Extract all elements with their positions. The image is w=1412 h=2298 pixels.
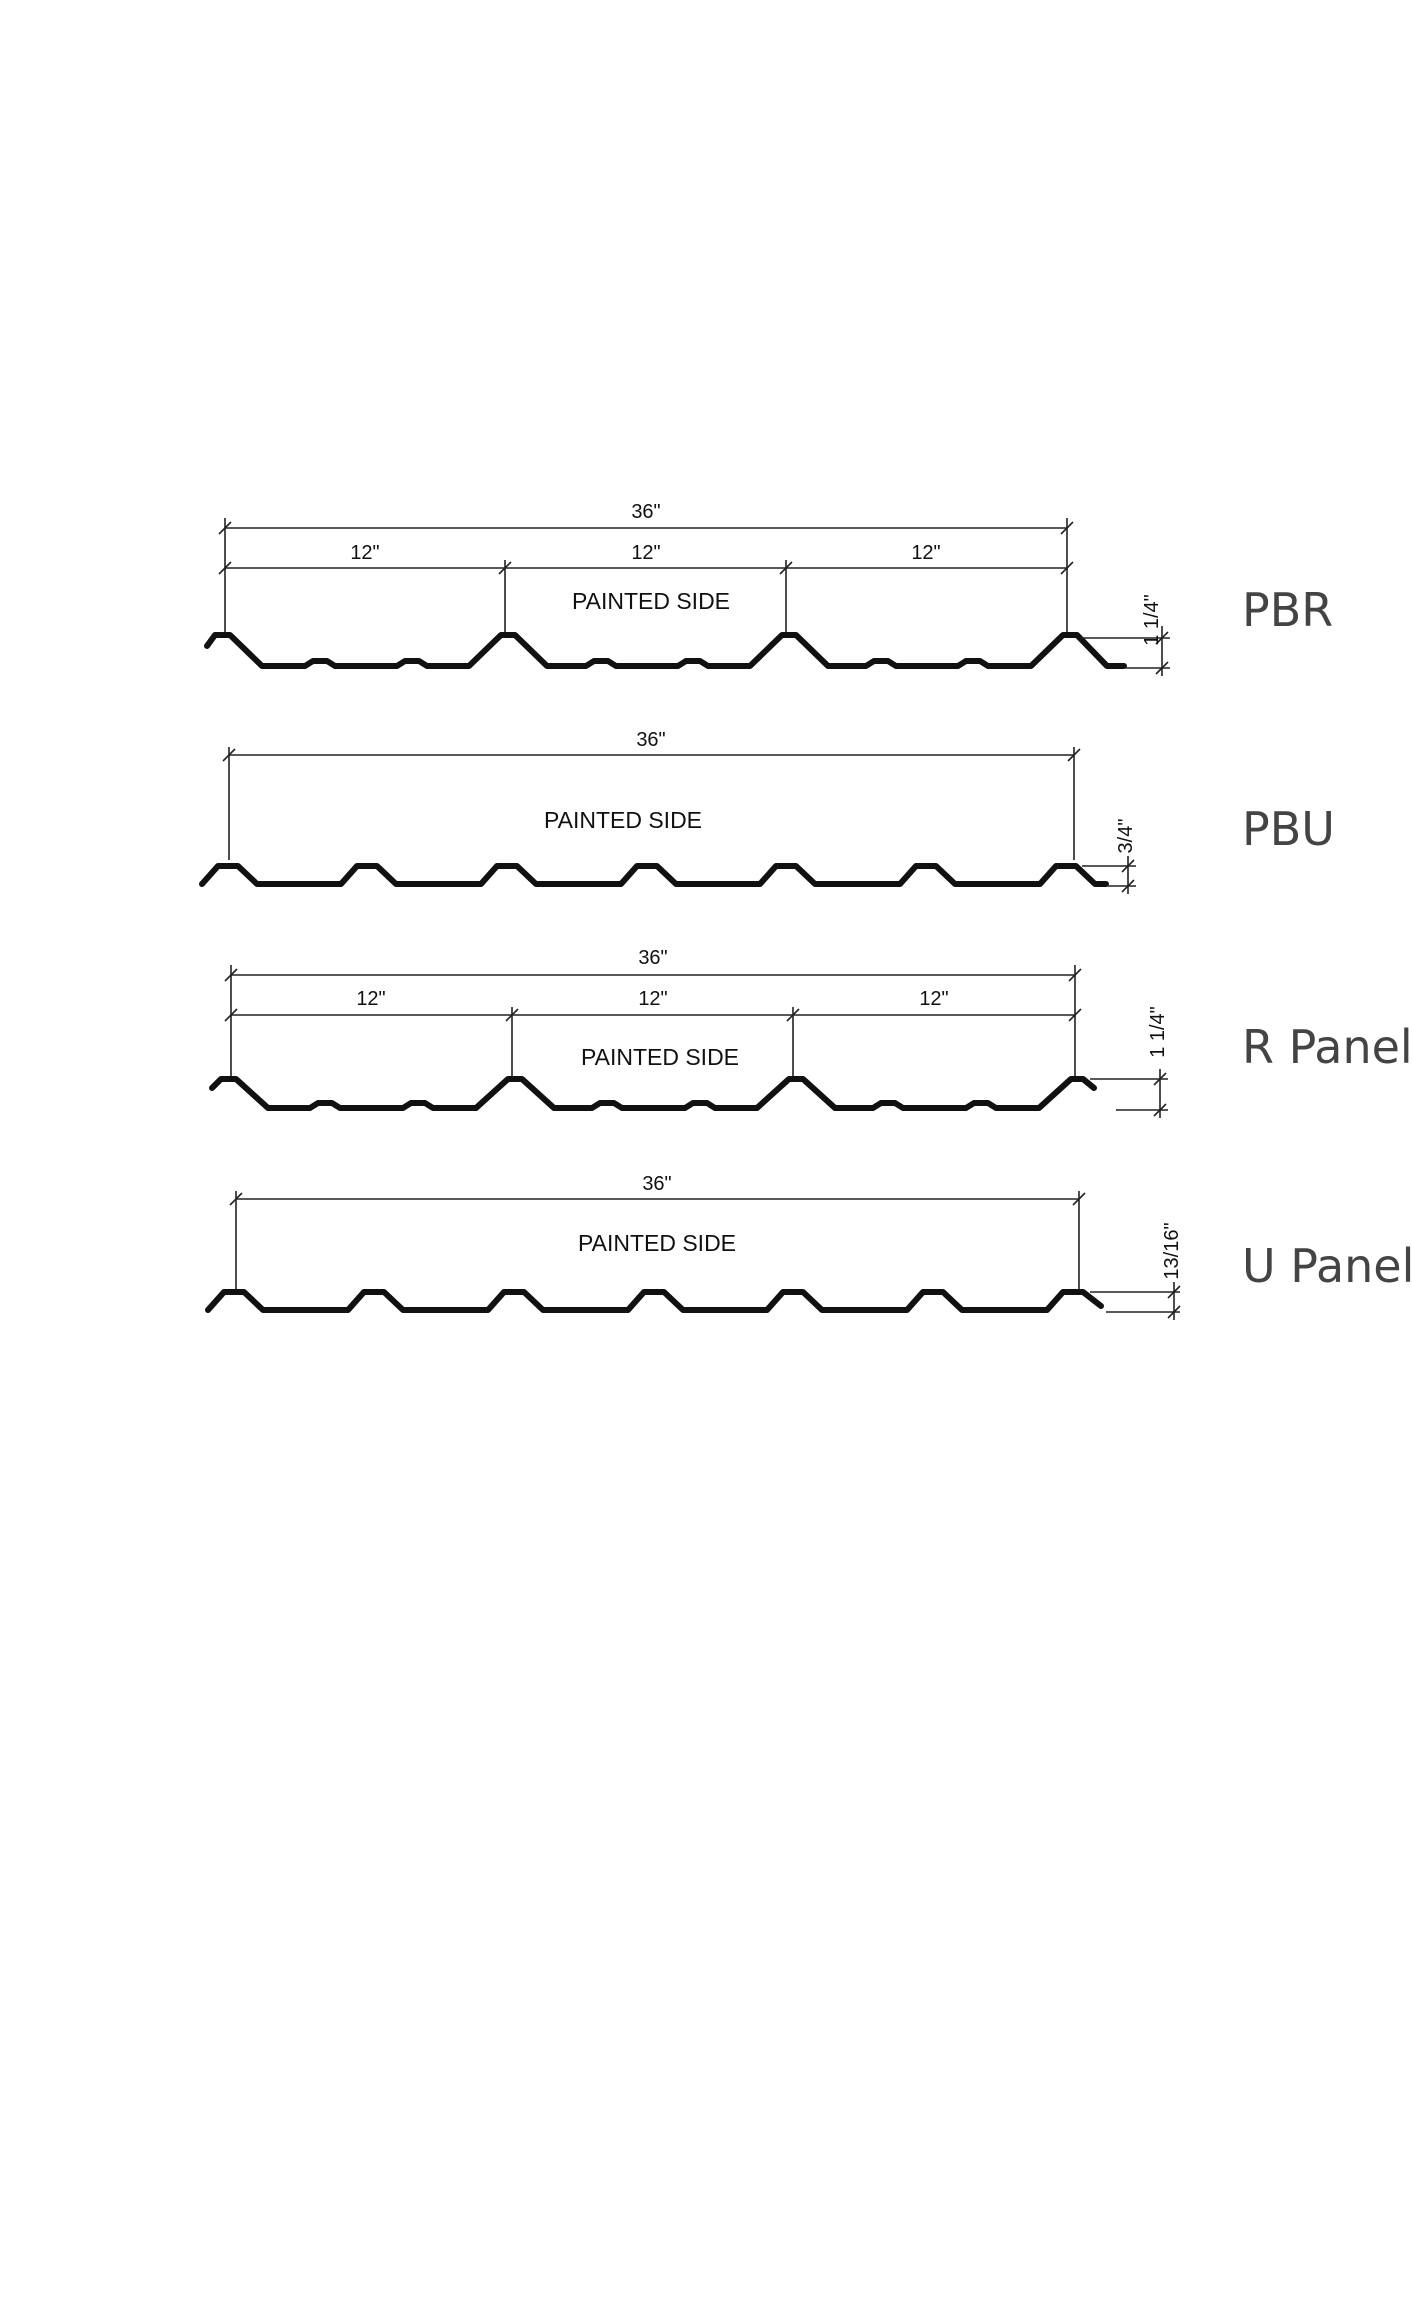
dimension-tick (224, 1008, 238, 1022)
section-width-label: 12" (631, 542, 660, 564)
dimension-tick (1121, 879, 1135, 893)
pbr-panel-profile (204, 632, 1127, 669)
panel-name-u-panel: U Panel (1242, 1239, 1412, 1293)
panel-u: 36" PAINTED SIDE 13/16" U Panel (205, 1173, 1412, 1320)
panel-pbr: 36" 12" 12" 12" PAINTED SIDE 1 1/4" PBR (204, 501, 1333, 676)
height-label: 1 1/4" (1141, 594, 1163, 646)
overall-width-label: 36" (631, 501, 660, 523)
height-label: 3/4" (1115, 819, 1137, 854)
section-width-label: 12" (919, 988, 948, 1010)
dimension-tick (1167, 1305, 1181, 1319)
section-width-label: 12" (911, 542, 940, 564)
dimension-tick (498, 561, 512, 575)
section-width-label: 12" (356, 988, 385, 1010)
dimension-tick (218, 561, 232, 575)
dimension-tick (1060, 521, 1074, 535)
dimension-tick (786, 1008, 800, 1022)
overall-width-label: 36" (638, 947, 667, 969)
pbu-panel-profile (199, 863, 1109, 887)
dimension-tick (1068, 1008, 1082, 1022)
dimension-tick (1153, 1103, 1167, 1117)
dimension-tick (505, 1008, 519, 1022)
dimension-tick (1068, 968, 1082, 982)
dimension-tick (1121, 859, 1135, 873)
panel-name-pbr: PBR (1242, 583, 1333, 637)
dimension-tick (1067, 748, 1081, 762)
height-label: 1 1/4" (1147, 1006, 1169, 1058)
r-panel-profile (209, 1076, 1097, 1111)
painted-side-label: PAINTED SIDE (581, 1044, 739, 1070)
painted-side-label: PAINTED SIDE (578, 1230, 736, 1256)
dimension-tick (224, 968, 238, 982)
section-width-label: 12" (350, 542, 379, 564)
dimension-tick (1153, 1072, 1167, 1086)
u-panel-profile (205, 1289, 1104, 1313)
dimension-tick (218, 521, 232, 535)
dimension-tick (1155, 661, 1169, 675)
panel-r: 36" 12" 12" 12" PAINTED SIDE 1 1/4" R Pa… (209, 947, 1412, 1118)
dimension-tick (1155, 631, 1169, 645)
dimension-tick (1167, 1285, 1181, 1299)
painted-side-label: PAINTED SIDE (544, 807, 702, 833)
dimension-tick (222, 748, 236, 762)
height-label: 13/16" (1161, 1222, 1183, 1279)
panel-pbu: 36" PAINTED SIDE 3/4" PBU (199, 729, 1335, 894)
panel-name-r-panel: R Panel (1242, 1020, 1412, 1074)
dimension-tick (229, 1192, 243, 1206)
dimension-tick (779, 561, 793, 575)
overall-width-label: 36" (642, 1173, 671, 1195)
painted-side-label: PAINTED SIDE (572, 588, 730, 614)
dimension-tick (1072, 1192, 1086, 1206)
section-width-label: 12" (638, 988, 667, 1010)
panel-name-pbu: PBU (1242, 802, 1335, 856)
overall-width-label: 36" (636, 729, 665, 751)
dimension-tick (1060, 561, 1074, 575)
